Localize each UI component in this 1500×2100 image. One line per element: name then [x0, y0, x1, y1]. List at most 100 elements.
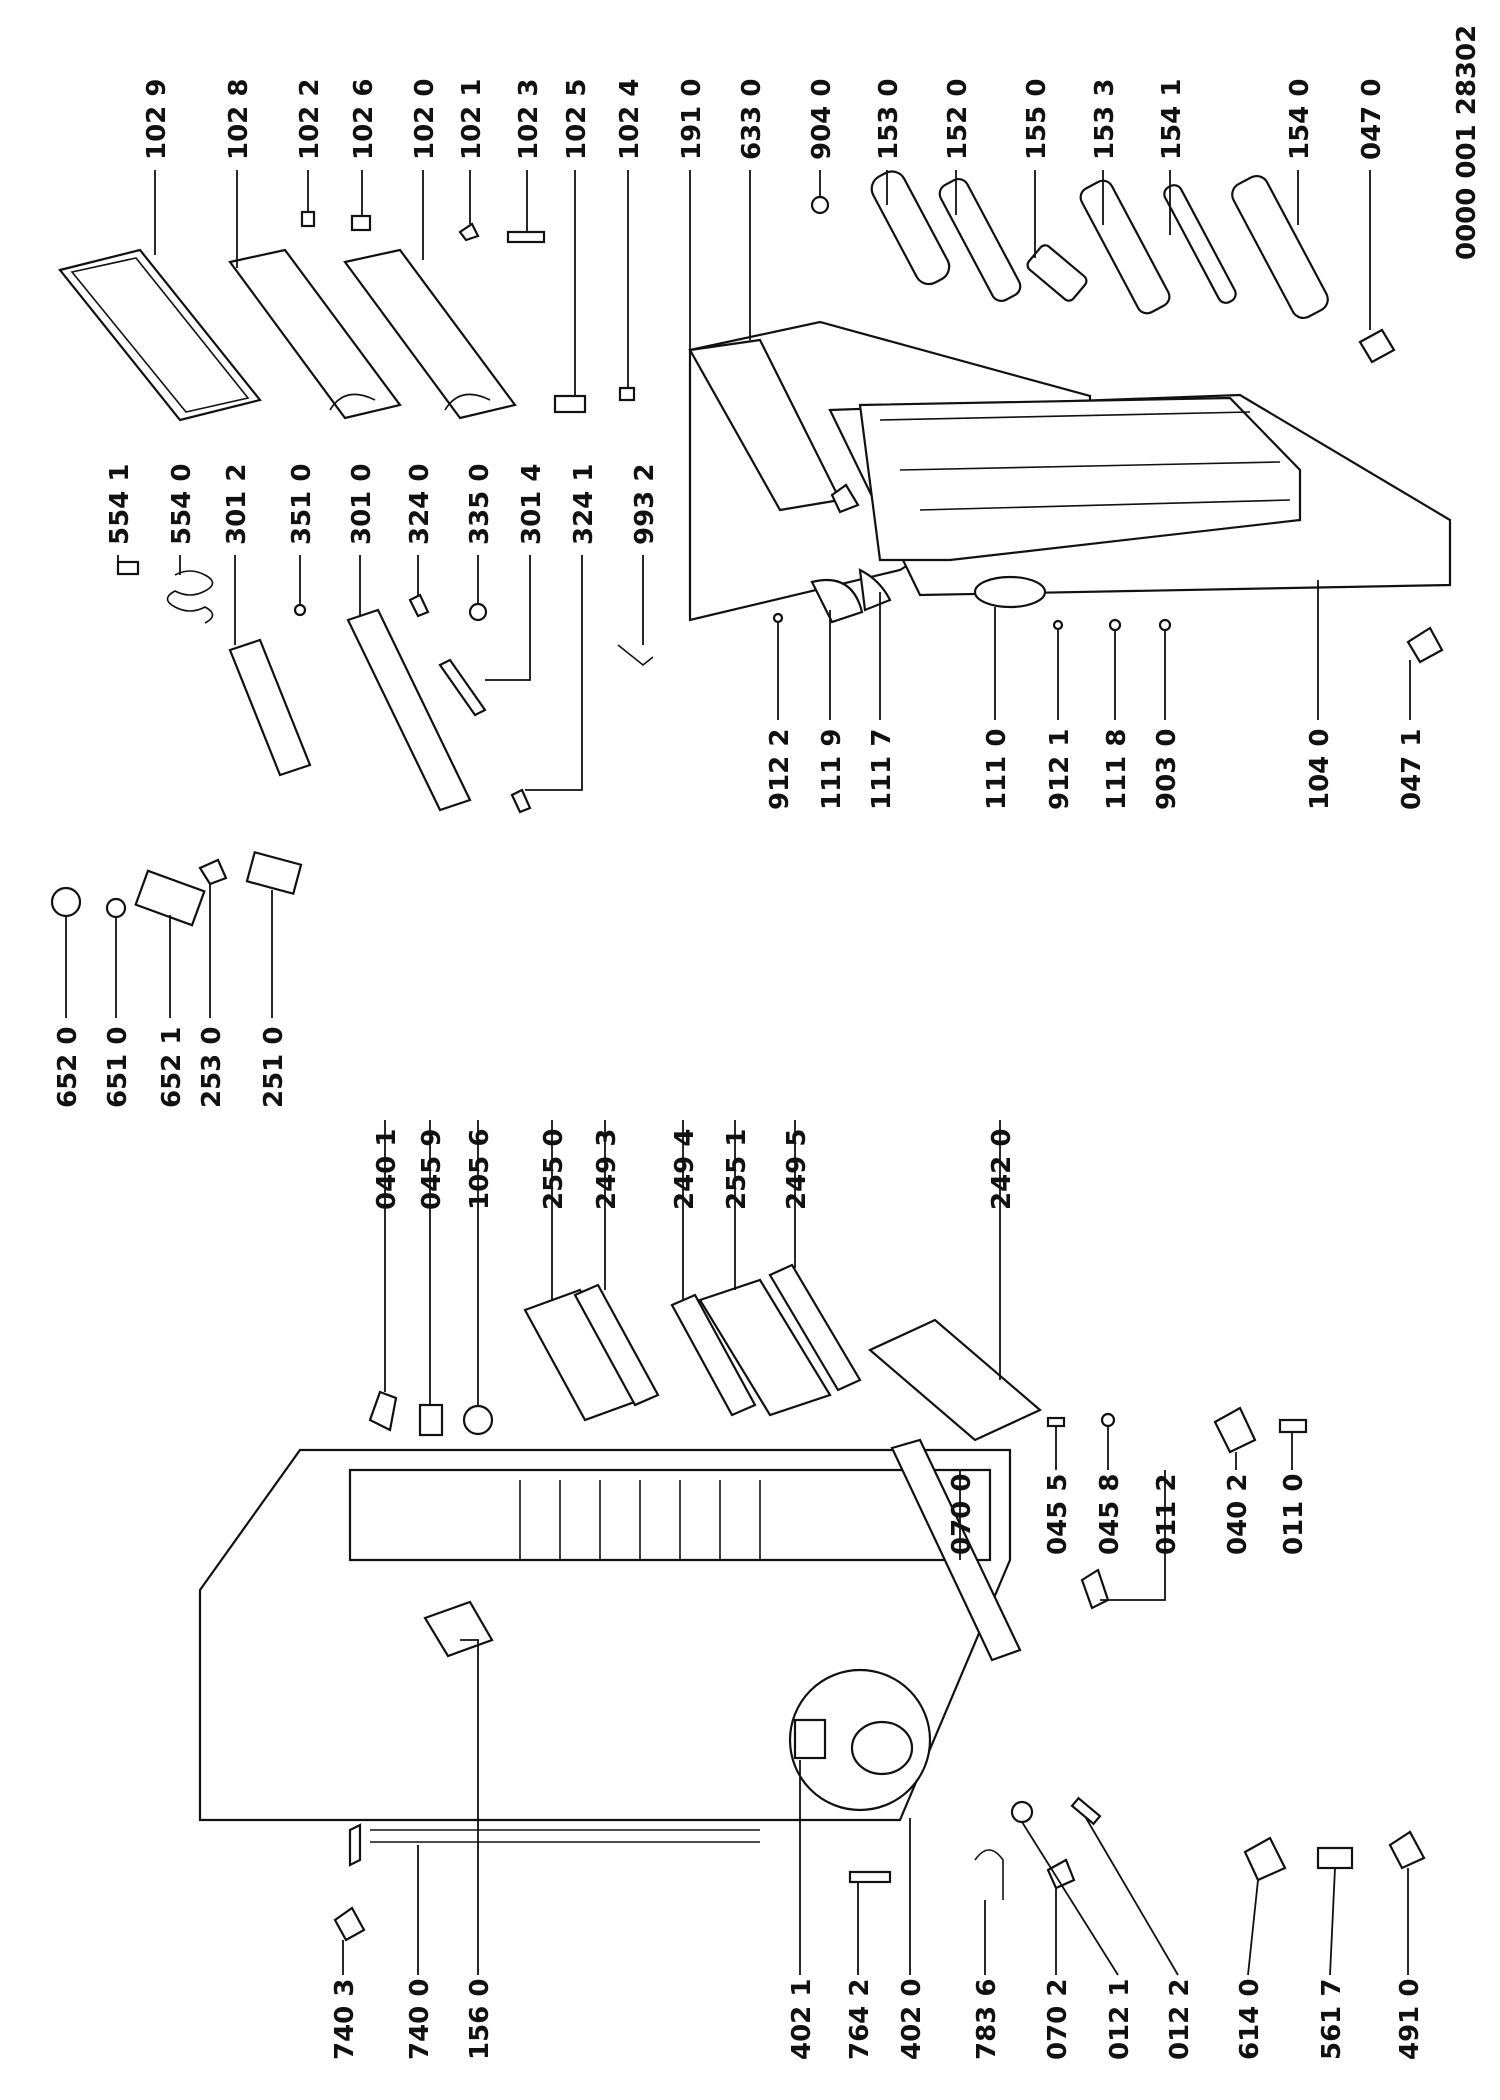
- part-label: 255 1: [722, 1129, 752, 1210]
- part-label: 104 0: [1305, 729, 1335, 810]
- part-label: 111 8: [1102, 729, 1132, 810]
- part-label: 402 0: [897, 1979, 927, 2060]
- part-clip-7836: [974, 1849, 1004, 1900]
- part-label: 102 2: [295, 79, 325, 160]
- part-bracket-3240: [408, 593, 430, 618]
- part-relay-4021: [793, 1718, 827, 1760]
- part-label: 102 8: [224, 79, 254, 160]
- part-cover-1119: [810, 578, 864, 624]
- part-screw-9121: [1052, 619, 1064, 631]
- part-hinge-base-1110: [973, 575, 1047, 609]
- part-panel-1020: [343, 248, 517, 420]
- part-hinge-0402: [1213, 1406, 1257, 1454]
- part-shelf-trim-2494: [670, 1293, 757, 1417]
- part-label: 912 2: [765, 729, 795, 810]
- part-label: 154 1: [1157, 79, 1187, 160]
- part-label: 249 4: [670, 1129, 700, 1210]
- part-plate-1025: [553, 394, 587, 414]
- part-pin-0455: [1046, 1416, 1066, 1428]
- part-label: 102 1: [457, 79, 487, 160]
- part-label: 351 0: [287, 464, 317, 545]
- part-label: 335 0: [465, 464, 495, 545]
- door-group: [688, 320, 1452, 664]
- part-label: 191 0: [677, 79, 707, 160]
- part-panel-1028: [228, 248, 402, 420]
- part-label: 903 0: [1152, 729, 1182, 810]
- part-label: 045 5: [1043, 1474, 1073, 1555]
- part-label: 402 1: [787, 1979, 817, 2060]
- part-label: 154 0: [1285, 79, 1315, 160]
- part-crisper-2420: [867, 1318, 1043, 1442]
- cabinet-group: [198, 1406, 1426, 1942]
- part-label: 249 5: [782, 1129, 812, 1210]
- lamp-parts-group: [50, 850, 303, 927]
- part-cover-1117: [858, 568, 892, 612]
- part-frame-1029: [58, 248, 262, 422]
- part-label: 102 3: [514, 79, 544, 160]
- part-label: 045 8: [1095, 1474, 1125, 1555]
- part-label: 045 9: [417, 1129, 447, 1210]
- part-pin-1118: [1108, 618, 1122, 632]
- part-label: 301 4: [517, 464, 547, 545]
- part-label: 102 6: [349, 79, 379, 160]
- part-label: 156 0: [465, 1979, 495, 2060]
- part-tube-0122: [1070, 1796, 1102, 1826]
- part-cap-3350: [468, 602, 488, 622]
- part-label: 904 0: [807, 79, 837, 160]
- part-label: 783 6: [972, 1979, 1002, 2060]
- part-label: 764 2: [845, 1979, 875, 2060]
- part-grille-1560: [423, 1600, 494, 1658]
- part-label: 047 1: [1397, 729, 1427, 810]
- part-switch-2530: [198, 858, 228, 886]
- part-shelf-trim-2493: [573, 1283, 660, 1407]
- part-strip-0700: [890, 1438, 1022, 1662]
- part-plate-1024: [618, 386, 636, 402]
- part-label: 152 0: [943, 79, 973, 160]
- shelves-group: [368, 1263, 1043, 1442]
- part-label: 102 9: [142, 79, 172, 160]
- part-label: 040 1: [372, 1129, 402, 1210]
- part-bin-1540: [1231, 174, 1329, 320]
- part-label: 740 3: [330, 1979, 360, 2060]
- part-bracket-0401: [368, 1390, 398, 1432]
- part-label: 324 1: [569, 464, 599, 545]
- leader-lines: [65, 170, 1411, 1976]
- part-label: 324 0: [405, 464, 435, 545]
- part-clip-1021: [458, 222, 480, 242]
- part-hinge-6330: [830, 483, 860, 514]
- part-label: 105 6: [465, 1129, 495, 1210]
- part-label: 011 0: [1279, 1474, 1309, 1555]
- part-clip-7403: [333, 1906, 366, 1942]
- part-label: 111 9: [817, 729, 847, 810]
- part-bar-1023: [506, 230, 546, 244]
- part-shelf-2551: [698, 1278, 832, 1417]
- part-label: 111 7: [867, 729, 897, 810]
- part-label: 102 0: [410, 79, 440, 160]
- part-clip-0470: [1358, 328, 1396, 364]
- part-thermostat-6140: [1243, 1836, 1287, 1882]
- part-label: 070 0: [947, 1474, 977, 1555]
- part-shelf-trim-2495: [768, 1263, 862, 1392]
- part-label: 155 0: [1022, 79, 1052, 160]
- part-clip-1022: [300, 210, 316, 228]
- control-parts-group: [116, 560, 654, 814]
- part-block-2510: [245, 850, 303, 896]
- part-label: 153 0: [874, 79, 904, 160]
- part-label: 012 1: [1105, 1979, 1135, 2060]
- part-housing-3010: [346, 608, 472, 812]
- part-label: 249 3: [592, 1129, 622, 1210]
- part-clip-1026: [350, 214, 372, 232]
- part-screw-9122: [772, 612, 784, 624]
- part-label: 011 2: [1152, 1474, 1182, 1555]
- part-label: 040 2: [1223, 1474, 1253, 1555]
- part-label: 554 0: [167, 464, 197, 545]
- part-control-panel-3012: [228, 638, 312, 777]
- part-label: 491 0: [1395, 1979, 1425, 2060]
- part-label: 047 0: [1357, 79, 1387, 160]
- part-label: 912 1: [1045, 729, 1075, 810]
- part-screw-0110: [1278, 1418, 1308, 1434]
- part-label: 255 0: [539, 1129, 569, 1210]
